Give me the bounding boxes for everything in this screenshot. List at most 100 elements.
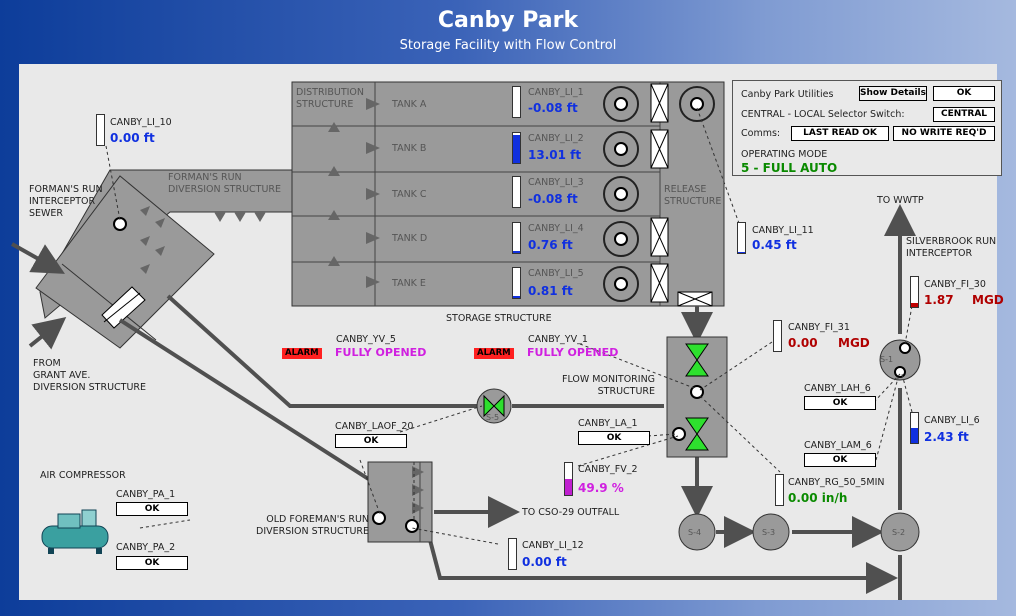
cso-outfall-label: TO CSO-29 OUTFALL <box>522 507 620 518</box>
tank-d-level-gauge[interactable] <box>512 222 521 254</box>
fi30-unit: MGD <box>972 293 1004 307</box>
fi30-flow-gauge[interactable] <box>910 276 919 308</box>
valve-icon <box>685 343 709 451</box>
old-formans-label: OLD FOREMAN'S RUN DIVERSION STRUCTURE <box>256 514 370 537</box>
lah6-status[interactable]: OK <box>804 396 876 410</box>
tank-pumps <box>603 86 715 302</box>
li11-value: 0.45 ft <box>752 238 797 252</box>
selector-switch-label: CENTRAL - LOCAL Selector Switch: <box>741 109 905 120</box>
show-details-button[interactable]: Show Details <box>859 86 927 101</box>
pa2-status[interactable]: OK <box>116 556 188 570</box>
tank-gates <box>650 83 713 307</box>
fi30-value: 1.87 <box>924 293 954 307</box>
li10-value: 0.00 ft <box>110 131 155 145</box>
comms-label: Comms: <box>741 128 781 139</box>
operating-mode-label: OPERATING MODE <box>741 149 828 160</box>
utility-status-box: OK <box>933 86 995 101</box>
fi31-flow-gauge[interactable] <box>773 320 782 352</box>
formans-sewer-label: FORMAN'S RUN INTERCEPTOR SEWER <box>29 184 103 219</box>
valve-icon <box>483 394 505 418</box>
utilities-panel: Canby Park Utilities Show Details OK CEN… <box>732 80 1002 176</box>
tank-b-level-gauge[interactable] <box>512 132 521 164</box>
flow-monitoring-label: FLOW MONITORING STRUCTURE <box>562 374 656 397</box>
comms-write-status: NO WRITE REQ'D <box>893 126 995 141</box>
li6-tag: CANBY_LI_6 <box>924 415 980 426</box>
fi30-tag: CANBY_FI_30 <box>924 279 986 290</box>
li12-tag: CANBY_LI_12 <box>522 540 584 551</box>
pa1-tag: CANBY_PA_1 <box>116 489 176 500</box>
la1-status[interactable]: OK <box>578 431 650 445</box>
yv1-state: FULLY OPENED <box>527 346 619 359</box>
li12-value: 0.00 ft <box>522 555 567 569</box>
air-compressor-icon <box>41 509 109 554</box>
fv2-value: 49.9 % <box>578 481 624 495</box>
laof20-status[interactable]: OK <box>335 434 407 448</box>
manhole-s3[interactable]: S-3 <box>762 528 776 537</box>
manhole-s5[interactable]: S-5 <box>486 413 500 422</box>
fi31-value: 0.00 <box>788 336 818 350</box>
li10-level-gauge[interactable] <box>96 114 105 146</box>
yv1-tag: CANBY_YV_1 <box>528 334 588 345</box>
tank-e-value: 0.81 ft <box>528 284 573 298</box>
tank-b-value: 13.01 ft <box>528 148 582 162</box>
tank-d-tag: CANBY_LI_4 <box>528 223 584 234</box>
rg50-tag: CANBY_RG_50_5MIN <box>788 477 885 488</box>
tank-e-tag: CANBY_LI_5 <box>528 268 584 279</box>
li11-level-gauge[interactable] <box>737 222 746 254</box>
operating-mode-value: 5 - FULL AUTO <box>741 161 838 175</box>
fv2-tag: CANBY_FV_2 <box>578 464 638 475</box>
silverbrook-label: SILVERBROOK RUN INTERCEPTOR <box>906 236 997 259</box>
tank-a-label: TANK A <box>392 99 427 110</box>
tank-c-level-gauge[interactable] <box>512 176 521 208</box>
tank-b-label: TANK B <box>392 143 427 154</box>
manhole-s1[interactable]: S-1 <box>880 355 894 364</box>
tank-c-tag: CANBY_LI_3 <box>528 177 584 188</box>
storage-structure-label: STORAGE STRUCTURE <box>446 313 552 324</box>
li6-value: 2.43 ft <box>924 430 969 444</box>
page-subtitle: Storage Facility with Flow Control <box>399 38 617 53</box>
tank-a-level-gauge[interactable] <box>512 86 521 118</box>
pa2-tag: CANBY_PA_2 <box>116 542 176 553</box>
release-structure-label: RELEASE STRUCTURE <box>664 184 722 207</box>
li6-level-gauge[interactable] <box>910 412 919 444</box>
yv5-alarm-badge[interactable]: ALARM <box>282 348 322 359</box>
li11-tag: CANBY_LI_11 <box>752 225 814 236</box>
la1-tag: CANBY_LA_1 <box>578 418 638 429</box>
formans-diversion-label: FORMAN'S RUN DIVERSION STRUCTURE <box>168 172 282 195</box>
rg50-rain-gauge[interactable] <box>775 474 784 506</box>
tank-d-label: TANK D <box>392 233 428 244</box>
tank-c-value: -0.08 ft <box>528 192 578 206</box>
fi31-tag: CANBY_FI_31 <box>788 322 850 333</box>
wwtp-label: TO WWTP <box>877 195 924 206</box>
pa1-status[interactable]: OK <box>116 502 188 516</box>
tank-e-label: TANK E <box>392 278 426 289</box>
manhole-s2[interactable]: S-2 <box>892 528 906 537</box>
tank-c-label: TANK C <box>392 189 427 200</box>
yv5-tag: CANBY_YV_5 <box>336 334 396 345</box>
lah6-tag: CANBY_LAH_6 <box>804 383 871 394</box>
li10-tag: CANBY_LI_10 <box>110 117 172 128</box>
tank-a-tag: CANBY_LI_1 <box>528 87 584 98</box>
yv1-alarm-badge[interactable]: ALARM <box>474 348 514 359</box>
manhole-s4[interactable]: S-4 <box>688 528 702 537</box>
li12-level-gauge[interactable] <box>508 538 517 570</box>
formans-interceptor-chamber <box>35 175 215 349</box>
yv5-state: FULLY OPENED <box>335 346 427 359</box>
lam6-tag: CANBY_LAM_6 <box>804 440 872 451</box>
fv2-position-gauge[interactable] <box>564 462 573 496</box>
comms-read-status: LAST READ OK <box>791 126 889 141</box>
selector-switch-value: CENTRAL <box>933 107 995 122</box>
rg50-value: 0.00 in/h <box>788 491 848 505</box>
old-formans-structure <box>367 461 433 543</box>
tank-b-tag: CANBY_LI_2 <box>528 133 584 144</box>
lam6-status[interactable]: OK <box>804 453 876 467</box>
page-title: Canby Park <box>437 8 579 33</box>
distribution-structure-label: DISTRIBUTION STRUCTURE <box>296 87 365 110</box>
laof20-tag: CANBY_LAOF_20 <box>335 421 414 432</box>
fi31-unit: MGD <box>838 336 870 350</box>
tank-a-value: -0.08 ft <box>528 101 578 115</box>
utilities-name: Canby Park Utilities <box>741 89 834 100</box>
grant-ave-label: FROM GRANT AVE. DIVERSION STRUCTURE <box>33 358 147 393</box>
tank-e-level-gauge[interactable] <box>512 267 521 299</box>
